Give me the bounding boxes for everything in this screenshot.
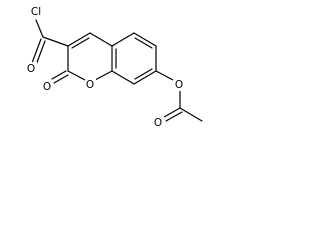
- ester-oxygen-label: O: [175, 79, 183, 91]
- bond-carbonyl-oxygen-double-2: [35, 40, 46, 66]
- bond-carbonyl-c3: [42, 36, 69, 47]
- bond-acetyl-oxo-double-2: [165, 111, 183, 122]
- bond-c3-c4-inner: [71, 37, 90, 49]
- chlorine-atom-label: Cl: [31, 6, 41, 18]
- bond-c2-o1: [67, 70, 86, 81]
- bond-acetyl-oxo-double-1: [163, 107, 181, 118]
- atom-label-layer: Cl O O O O O: [26, 5, 185, 129]
- bond-c2-oxo-double-1: [51, 70, 67, 80]
- bond-layer: [31, 19, 203, 122]
- lactone-carbonyl-oxygen-label: O: [43, 81, 51, 93]
- bond-carbonyl-oxygen-double-1: [31, 38, 42, 64]
- bond-c7-c8: [133, 70, 157, 85]
- acyl-oxygen-label: O: [27, 63, 35, 75]
- bond-acetyl-carbonyl-methyl: [179, 107, 203, 122]
- structure-diagram: Cl O O O O O: [26, 5, 203, 129]
- bond-c7-c8-inner: [134, 68, 153, 80]
- bond-o1-c8a: [94, 70, 113, 81]
- bond-c8-c8a: [111, 70, 135, 85]
- bond-c3-c4: [67, 32, 91, 47]
- bond-cl-carbonyl: [35, 19, 44, 38]
- acetyl-oxygen-label: O: [154, 117, 162, 129]
- bond-c2-oxo-double-2: [53, 74, 69, 84]
- bond-c4a-c5: [111, 32, 135, 47]
- ring-oxygen-label: O: [86, 79, 94, 91]
- bond-c7-ester-oxygen: [155, 70, 174, 81]
- bond-c5-c6-inner: [134, 37, 153, 49]
- bond-c5-c6: [133, 32, 157, 47]
- bond-c4-c4a: [89, 32, 113, 47]
